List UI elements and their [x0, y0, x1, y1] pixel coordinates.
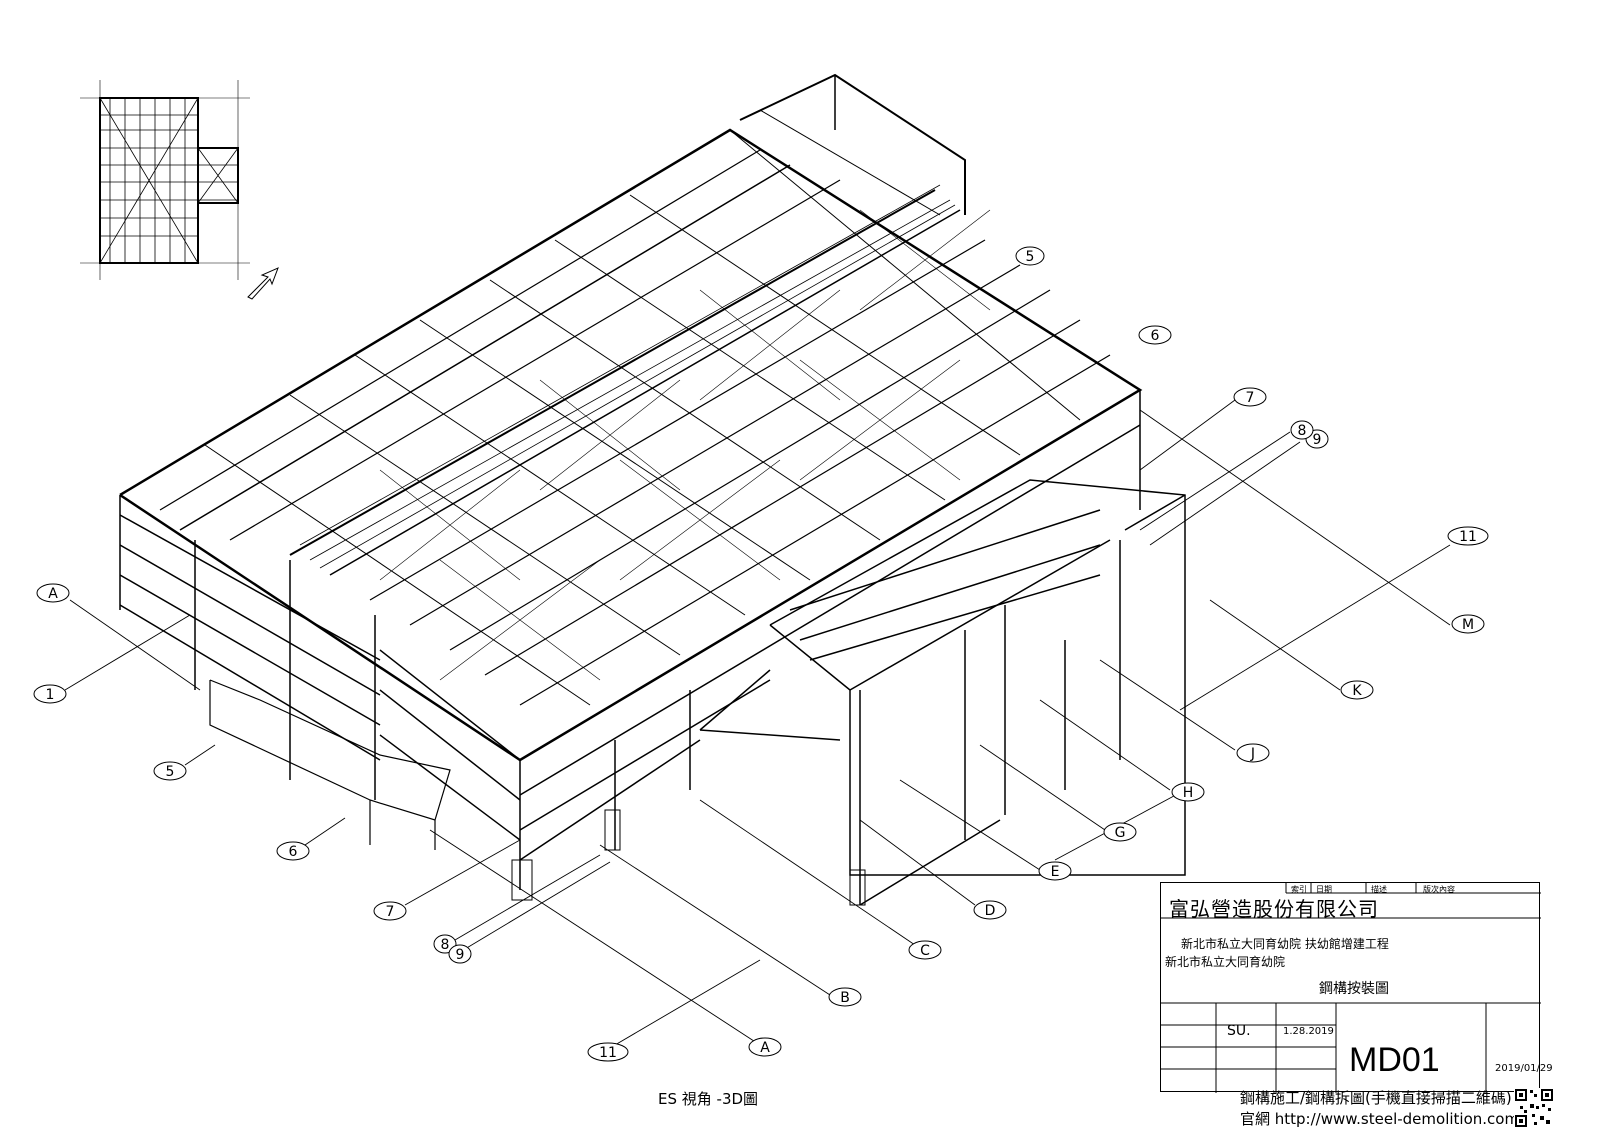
company-name: 富弘營造股份有限公司 — [1169, 897, 1379, 921]
svg-text:G: G — [1115, 825, 1126, 841]
svg-text:C: C — [920, 943, 930, 959]
grid-bubble-E: E — [1038, 861, 1072, 881]
grid-bubble-5-left: 5 — [153, 761, 187, 781]
issue-date: 2019/01/29 — [1495, 1063, 1553, 1074]
grid-bubble-C: C — [908, 940, 942, 960]
grid-bubble-B: B — [828, 987, 862, 1007]
svg-text:5: 5 — [166, 764, 175, 780]
project-name: 新北市私立大同育幼院 扶幼館增建工程 — [1181, 937, 1389, 951]
svg-text:H: H — [1183, 785, 1194, 801]
grid-bubble-8-right: 8 — [1290, 420, 1314, 440]
drawer-initials: SU. — [1227, 1023, 1251, 1039]
footer-website[interactable]: 官網 http://www.steel-demolition.com — [1240, 1110, 1520, 1128]
grid-bubble-D: D — [973, 900, 1007, 920]
svg-text:1: 1 — [46, 687, 55, 703]
header-index: 索引 — [1291, 885, 1307, 894]
svg-text:5: 5 — [1026, 249, 1035, 265]
grid-bubble-A-left: A — [36, 583, 70, 603]
header-date: 日期 — [1316, 885, 1332, 894]
grid-bubble-G: G — [1103, 822, 1137, 842]
svg-text:6: 6 — [1151, 328, 1160, 344]
qr-code-icon — [1514, 1088, 1554, 1128]
svg-text:11: 11 — [599, 1045, 617, 1061]
svg-text:8: 8 — [1298, 423, 1307, 439]
grid-bubble-7-right: 7 — [1233, 387, 1267, 407]
svg-text:8: 8 — [441, 937, 450, 953]
grid-bubble-M: M — [1451, 614, 1485, 634]
view-caption: ES 視角 -3D圖 — [658, 1090, 759, 1108]
title-block: 索引 日期 描述 版次內容 富弘營造股份有限公司 新北市私立大同育幼院 扶幼館增… — [1160, 882, 1553, 1093]
svg-text:A: A — [760, 1040, 770, 1056]
header-desc: 描述 — [1371, 885, 1387, 894]
grid-bubble-6-right: 6 — [1138, 325, 1172, 345]
svg-text:J: J — [1250, 746, 1255, 762]
header-revision: 版次內容 — [1423, 885, 1455, 894]
svg-text:9: 9 — [456, 947, 465, 963]
grid-bubble-9-left: 9 — [448, 944, 472, 964]
grid-bubble-1: 1 — [33, 684, 67, 704]
grid-bubble-8-left: 8 — [433, 934, 457, 954]
footer-service-text: 鋼構施工/鋼構拆圖(手機直接掃描二維碼) — [1240, 1089, 1512, 1107]
svg-text:K: K — [1352, 683, 1362, 699]
grid-bubble-J: J — [1236, 743, 1270, 763]
drawing-date: 1.28.2019 — [1283, 1026, 1334, 1037]
grid-bubble-11-bottom: 11 — [587, 1042, 629, 1062]
grid-bubble-H: H — [1171, 782, 1205, 802]
svg-text:D: D — [985, 903, 996, 919]
key-plan — [80, 80, 279, 300]
svg-text:7: 7 — [1246, 390, 1255, 406]
grid-bubble-5-top: 5 — [1015, 246, 1045, 266]
svg-text:6: 6 — [289, 844, 298, 860]
grid-bubble-K: K — [1340, 680, 1374, 700]
svg-text:B: B — [840, 990, 850, 1006]
svg-text:9: 9 — [1313, 432, 1322, 448]
client-name: 新北市私立大同育幼院 — [1165, 955, 1286, 969]
title-block-grid — [1161, 883, 1541, 1093]
svg-text:M: M — [1462, 617, 1474, 633]
svg-text:7: 7 — [386, 904, 395, 920]
svg-text:A: A — [48, 586, 58, 602]
grid-bubble-11-right: 11 — [1447, 526, 1489, 546]
svg-text:E: E — [1051, 864, 1060, 880]
drawing-number: MD01 — [1349, 1041, 1440, 1079]
building-frame — [119, 73, 1186, 906]
grid-bubble-A-bottom: A — [748, 1037, 782, 1057]
grid-bubble-6-left: 6 — [276, 841, 310, 861]
grid-leaders — [64, 399, 1451, 1046]
grid-bubble-7-left: 7 — [373, 901, 407, 921]
drawing-title: 鋼構按裝圖 — [1319, 981, 1389, 997]
grid-bubbles: A 1 5 6 7 8 9 11 A B C D E G H J K M 11 … — [33, 246, 1489, 1062]
svg-text:11: 11 — [1459, 529, 1477, 545]
